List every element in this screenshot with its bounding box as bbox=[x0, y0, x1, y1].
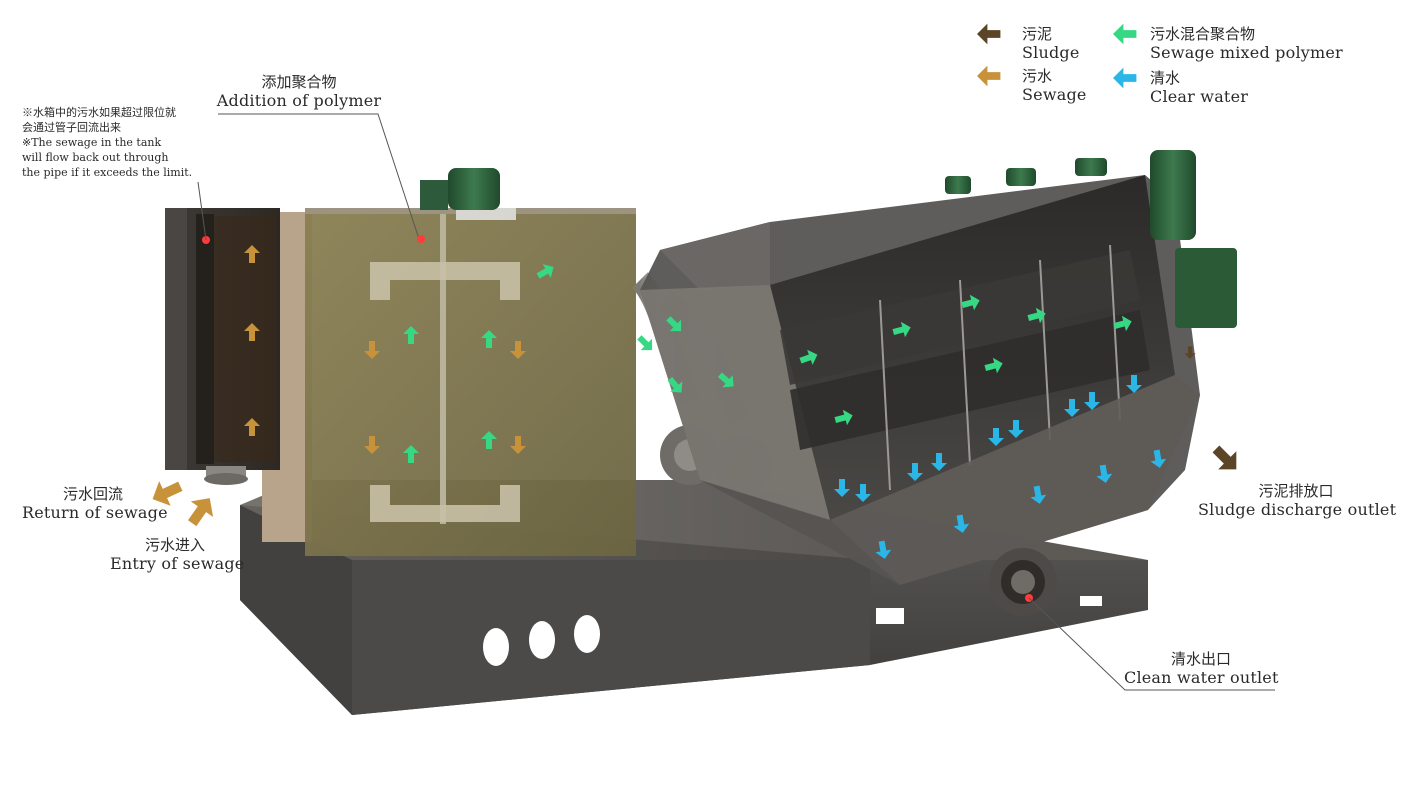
legend-item-sludge: 污泥 Sludge bbox=[1012, 25, 1080, 63]
sludge-flow-arrow bbox=[1184, 346, 1196, 359]
note-zh-line2: 会通过管子回流出来 bbox=[22, 121, 121, 134]
clear-water-flow-arrow bbox=[953, 514, 970, 533]
polymer-flow-arrow bbox=[717, 372, 734, 388]
callout-zh: 污泥排放口 bbox=[1258, 482, 1334, 500]
clear-water-flow-arrow bbox=[988, 428, 1004, 446]
callout-clean-outlet: 清水出口 Clean water outlet bbox=[1124, 650, 1278, 688]
note-en-line2: will flow back out through bbox=[22, 151, 169, 164]
overflow-note: ※水箱中的污水如果超过限位就 会通过管子回流出来 ※The sewage in … bbox=[22, 105, 192, 180]
callout-zh: 污水回流 bbox=[62, 485, 123, 503]
legend-arrow-sewage bbox=[977, 65, 1001, 87]
clear-water-flow-arrow bbox=[1096, 464, 1113, 483]
note-zh-line1: ※水箱中的污水如果超过限位就 bbox=[22, 106, 176, 119]
screw-press-body bbox=[640, 150, 1237, 616]
polymer-flow-arrow bbox=[481, 330, 497, 348]
polymer-flow-arrow bbox=[799, 349, 818, 365]
clear-water-flow-arrow bbox=[1064, 399, 1080, 417]
polymer-flow-arrow bbox=[984, 357, 1003, 374]
clear-water-flow-arrow bbox=[931, 453, 947, 471]
polymer-flow-arrow bbox=[637, 335, 653, 351]
legend-arrow-polymer bbox=[1113, 23, 1137, 45]
callout-zh: 清水出口 bbox=[1170, 650, 1231, 668]
legend-arrow-clear-water bbox=[1113, 67, 1137, 89]
sewage-flow-arrow bbox=[244, 245, 260, 263]
polymer-flow-arrow bbox=[1113, 315, 1132, 332]
callout-en: Entry of sewage bbox=[110, 554, 245, 573]
base-hole bbox=[574, 615, 600, 653]
callout-en: Clean water outlet bbox=[1124, 668, 1279, 687]
polymer-flow-arrow bbox=[961, 294, 980, 311]
callout-polymer: 添加聚合物 Addition of polymer bbox=[214, 73, 384, 111]
callout-sludge-outlet: 污泥排放口 Sludge discharge outlet bbox=[1198, 482, 1397, 520]
clear-water-flow-arrow bbox=[1008, 420, 1024, 438]
legend-label-zh: 清水 bbox=[1150, 69, 1181, 87]
sewage-flow-arrow bbox=[364, 436, 380, 454]
clear-water-flow-arrow bbox=[1150, 449, 1167, 468]
legend-label-en: Sewage bbox=[1022, 85, 1087, 104]
legend-arrow-sludge bbox=[977, 23, 1001, 45]
note-en-line1: ※The sewage in the tank bbox=[22, 136, 162, 149]
legend-label-zh: 污泥 bbox=[1022, 25, 1053, 43]
polymer-flow-arrow bbox=[481, 431, 497, 449]
legend-item-polymer-mix: 污水混合聚合物 Sewage mixed polymer bbox=[1140, 25, 1343, 63]
legend-label-zh: 污水混合聚合物 bbox=[1150, 25, 1256, 43]
polymer-flow-arrow bbox=[892, 321, 911, 338]
sewage-flow-arrow bbox=[510, 341, 526, 359]
sewage-flow-arrow bbox=[510, 436, 526, 454]
callout-zh: 污水进入 bbox=[144, 536, 205, 554]
clear-water-flow-arrow bbox=[875, 540, 892, 559]
legend-label-zh: 污水 bbox=[1022, 67, 1053, 85]
callout-en: Return of sewage bbox=[22, 503, 168, 522]
legend-label-en: Sludge bbox=[1022, 43, 1080, 62]
legend-label-en: Clear water bbox=[1150, 87, 1249, 106]
polymer-flow-arrow bbox=[536, 264, 554, 279]
legend-label-en: Sewage mixed polymer bbox=[1150, 43, 1343, 62]
base-hole bbox=[529, 621, 555, 659]
sewage-entry-arrow bbox=[188, 498, 214, 527]
clear-water-flow-arrow bbox=[1084, 392, 1100, 410]
sewage-return-arrow bbox=[152, 481, 183, 506]
polymer-flow-arrow bbox=[1027, 307, 1046, 324]
legend-item-clear-water: 清水 Clear water bbox=[1140, 69, 1248, 107]
mixing-tank bbox=[305, 168, 636, 556]
clear-water-flow-arrow bbox=[855, 484, 871, 502]
sewage-flow-arrow bbox=[244, 418, 260, 436]
callout-entry: 污水进入 Entry of sewage bbox=[110, 536, 245, 574]
clear-water-flow-arrow bbox=[834, 479, 850, 497]
sewage-flow-arrow bbox=[244, 323, 260, 341]
callout-en: Sludge discharge outlet bbox=[1198, 500, 1397, 519]
callout-zh: 添加聚合物 bbox=[261, 73, 337, 91]
polymer-flow-arrow bbox=[666, 316, 682, 332]
clear-water-flow-arrow bbox=[1030, 485, 1047, 504]
sludge-flow-arrow bbox=[1212, 445, 1237, 470]
polymer-flow-arrow bbox=[834, 409, 853, 426]
polymer-flow-arrow bbox=[403, 445, 419, 463]
polymer-flow-arrow bbox=[667, 376, 683, 393]
clear-water-flow-arrow bbox=[907, 463, 923, 481]
sewage-flow-arrow bbox=[364, 341, 380, 359]
legend-item-sewage: 污水 Sewage bbox=[1012, 67, 1087, 105]
polymer-flow-arrow bbox=[403, 326, 419, 344]
callout-return: 污水回流 Return of sewage bbox=[22, 485, 168, 523]
leader-lines bbox=[197, 113, 1275, 691]
clear-water-flow-arrow bbox=[1126, 375, 1142, 393]
flow-tank bbox=[165, 208, 312, 542]
base-hole bbox=[483, 628, 509, 666]
note-en-line3: the pipe if it exceeds the limit. bbox=[22, 166, 193, 179]
callout-en: Addition of polymer bbox=[216, 91, 382, 110]
